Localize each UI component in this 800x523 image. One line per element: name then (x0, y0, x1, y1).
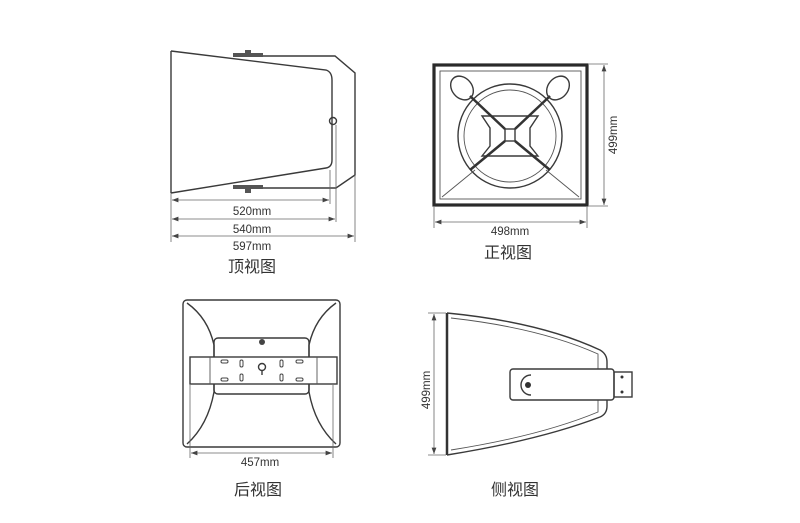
dim-text-540: 540mm (233, 224, 271, 236)
crossbar (514, 140, 551, 171)
front-view: 498mm 499mm 正视图 (432, 63, 620, 262)
corner-brace (545, 169, 580, 198)
woofer-ring (457, 83, 563, 189)
front-inner-frame (439, 70, 582, 200)
horn-throat (480, 115, 540, 157)
dim-text-520: 520mm (233, 206, 271, 218)
crossbar (469, 140, 506, 171)
bracket-bolt (620, 375, 624, 379)
bracket-slot (295, 377, 304, 382)
woofer-inner-ring (463, 89, 557, 183)
driver-center (504, 128, 516, 142)
top-view-label: 顶视图 (228, 257, 276, 276)
handle-right (545, 75, 571, 101)
top-view: 520mm 540mm 597mm 顶视图 (170, 50, 356, 276)
bracket-slot (220, 359, 229, 364)
side-view: 499mm 侧视图 (421, 312, 633, 499)
crossbar (469, 95, 506, 130)
bottom-bracket-bolt (245, 188, 251, 193)
back-knob-icon (259, 339, 265, 345)
pivot-icon (520, 374, 532, 396)
handle-left (449, 75, 475, 101)
mounting-bracket (189, 356, 338, 385)
dim-text-457: 457mm (241, 457, 279, 469)
bracket-slot (279, 359, 284, 368)
dim-text-597: 597mm (233, 241, 271, 253)
bracket-slot (220, 377, 229, 382)
bracket-slot (279, 373, 284, 382)
top-bracket-bolt (245, 50, 251, 55)
crossbar (514, 95, 551, 130)
dim-text-498: 498mm (491, 226, 529, 238)
back-frame (182, 299, 341, 448)
top-view-horn (170, 50, 333, 194)
dim-text-499-side: 499mm (421, 371, 433, 409)
top-view-housing (262, 55, 356, 189)
corner-brace (441, 169, 476, 198)
bracket-slot (239, 373, 244, 382)
front-frame (432, 63, 589, 207)
back-view: 457mm 后视图 (182, 299, 341, 499)
dim-text-499-front: 499mm (608, 116, 620, 154)
front-view-label: 正视图 (484, 243, 532, 262)
back-view-label: 后视图 (234, 480, 282, 499)
bracket-slot (239, 359, 244, 368)
pivot-bolt (525, 382, 531, 388)
bottom-bracket (233, 185, 263, 189)
bracket-slot (295, 359, 304, 364)
knob-icon (328, 116, 338, 126)
side-view-label: 侧视图 (491, 480, 539, 499)
bracket-bolt (620, 390, 624, 394)
side-bracket (613, 371, 633, 398)
